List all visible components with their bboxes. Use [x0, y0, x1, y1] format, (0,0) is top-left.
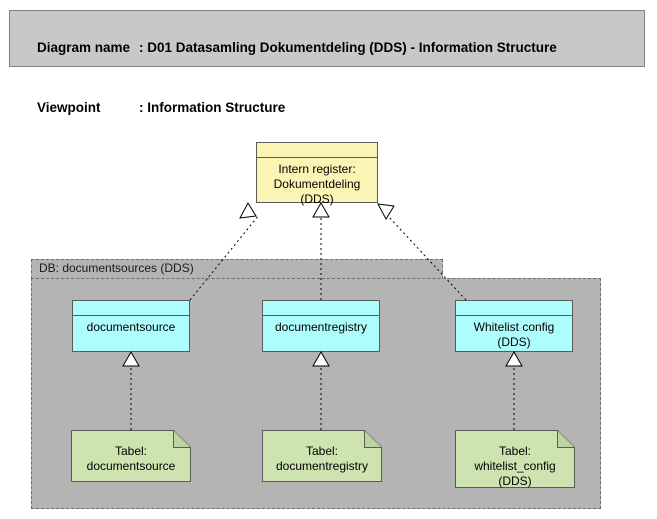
artifact-shape-icon	[262, 430, 382, 482]
artifact-tabel-documentregistry[interactable]: Tabel: documentregistry	[262, 430, 382, 482]
artifact-tabel-documentsource[interactable]: Tabel: documentsource	[71, 430, 191, 482]
business-object-body: Intern register: Dokumentdeling (DDS)	[257, 158, 377, 207]
data-object-body: documentregistry	[263, 316, 379, 351]
data-object-header-strip	[263, 301, 379, 316]
data-object-label: Whitelist config (DDS)	[473, 320, 555, 349]
business-object-intern-register[interactable]: Intern register: Dokumentdeling (DDS)	[256, 142, 378, 206]
diagram-name-separator: :	[139, 40, 148, 55]
business-object-label: Intern register: Dokumentdeling (DDS)	[273, 162, 361, 206]
db-container-label: DB: documentsources (DDS)	[39, 261, 194, 275]
data-object-body: documentsource	[73, 316, 189, 351]
data-object-body: Whitelist config (DDS)	[456, 316, 572, 351]
diagram-name-value: D01 Datasamling Dokumentdeling (DDS) - I…	[147, 40, 557, 55]
data-object-documentsource[interactable]: documentsource	[72, 300, 190, 352]
data-object-whitelist-config[interactable]: Whitelist config (DDS)	[455, 300, 573, 352]
diagram-name-line: Diagram name: D01 Datasamling Dokumentde…	[22, 18, 644, 78]
diagram-info-header: Diagram name: D01 Datasamling Dokumentde…	[9, 10, 645, 115]
artifact-label: Tabel: documentregistry	[275, 444, 369, 473]
artifact-label: Tabel: documentsource	[86, 444, 176, 473]
business-object-header-strip	[257, 143, 377, 158]
data-object-header-strip	[73, 301, 189, 316]
artifact-tabel-whitelist-config[interactable]: Tabel: whitelist_config (DDS)	[455, 430, 575, 488]
viewpoint-separator: :	[139, 100, 148, 115]
data-object-documentregistry[interactable]: documentregistry	[262, 300, 380, 352]
artifact-shape-icon	[71, 430, 191, 482]
viewpoint-value: Information Structure	[147, 100, 286, 115]
diagram-name-label: Diagram name	[37, 40, 131, 55]
viewpoint-label: Viewpoint	[37, 100, 101, 115]
data-object-label: documentsource	[86, 320, 176, 334]
data-object-header-strip	[456, 301, 572, 316]
artifact-label: Tabel: whitelist_config (DDS)	[474, 444, 556, 488]
artifact-shape-icon	[455, 430, 575, 488]
data-object-label: documentregistry	[274, 320, 368, 334]
viewpoint-line: Viewpoint: Information Structure	[22, 78, 644, 138]
